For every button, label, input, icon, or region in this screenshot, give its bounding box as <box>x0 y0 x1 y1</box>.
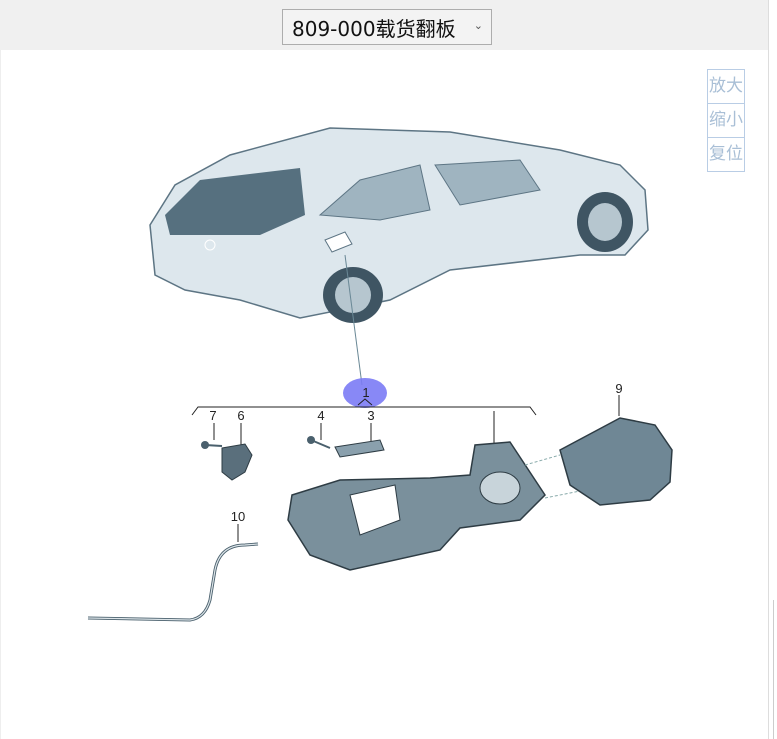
callout-highlight[interactable] <box>343 378 387 408</box>
part-module-3[interactable] <box>334 439 385 458</box>
part-flap-9[interactable] <box>559 417 673 506</box>
callout-10[interactable]: 10 <box>231 509 245 524</box>
callout-9[interactable]: 9 <box>615 381 622 396</box>
toolbar: 809-000载货翻板 ⌄ <box>0 0 769 50</box>
part-housing[interactable] <box>287 441 546 571</box>
zoom-in-button[interactable]: 放大 <box>707 69 745 104</box>
callout-3[interactable]: 3 <box>367 408 374 423</box>
callout-7[interactable]: 7 <box>209 408 216 423</box>
zoom-out-button[interactable]: 缩小 <box>707 103 745 138</box>
callout-4[interactable]: 4 <box>317 408 324 423</box>
part-bolt-4[interactable] <box>307 436 331 449</box>
diagram-select-value: 809-000载货翻板 <box>292 16 456 41</box>
zoom-controls: 放大 缩小 复位 <box>707 69 745 172</box>
diagram-select[interactable]: 809-000载货翻板 ⌄ <box>282 9 492 45</box>
diagram-viewport[interactable] <box>0 50 769 739</box>
scrollbar-edge <box>773 600 774 739</box>
part-bolt-7[interactable] <box>201 441 223 449</box>
callout-1[interactable]: 1 <box>362 385 369 400</box>
part-cable-10[interactable] <box>87 542 259 622</box>
reset-button[interactable]: 复位 <box>707 137 745 172</box>
callout-6[interactable]: 6 <box>237 408 244 423</box>
car-illustration <box>149 127 649 323</box>
chevron-down-icon: ⌄ <box>473 19 483 32</box>
part-actuator-6[interactable] <box>221 443 253 481</box>
leader-line <box>344 254 363 386</box>
